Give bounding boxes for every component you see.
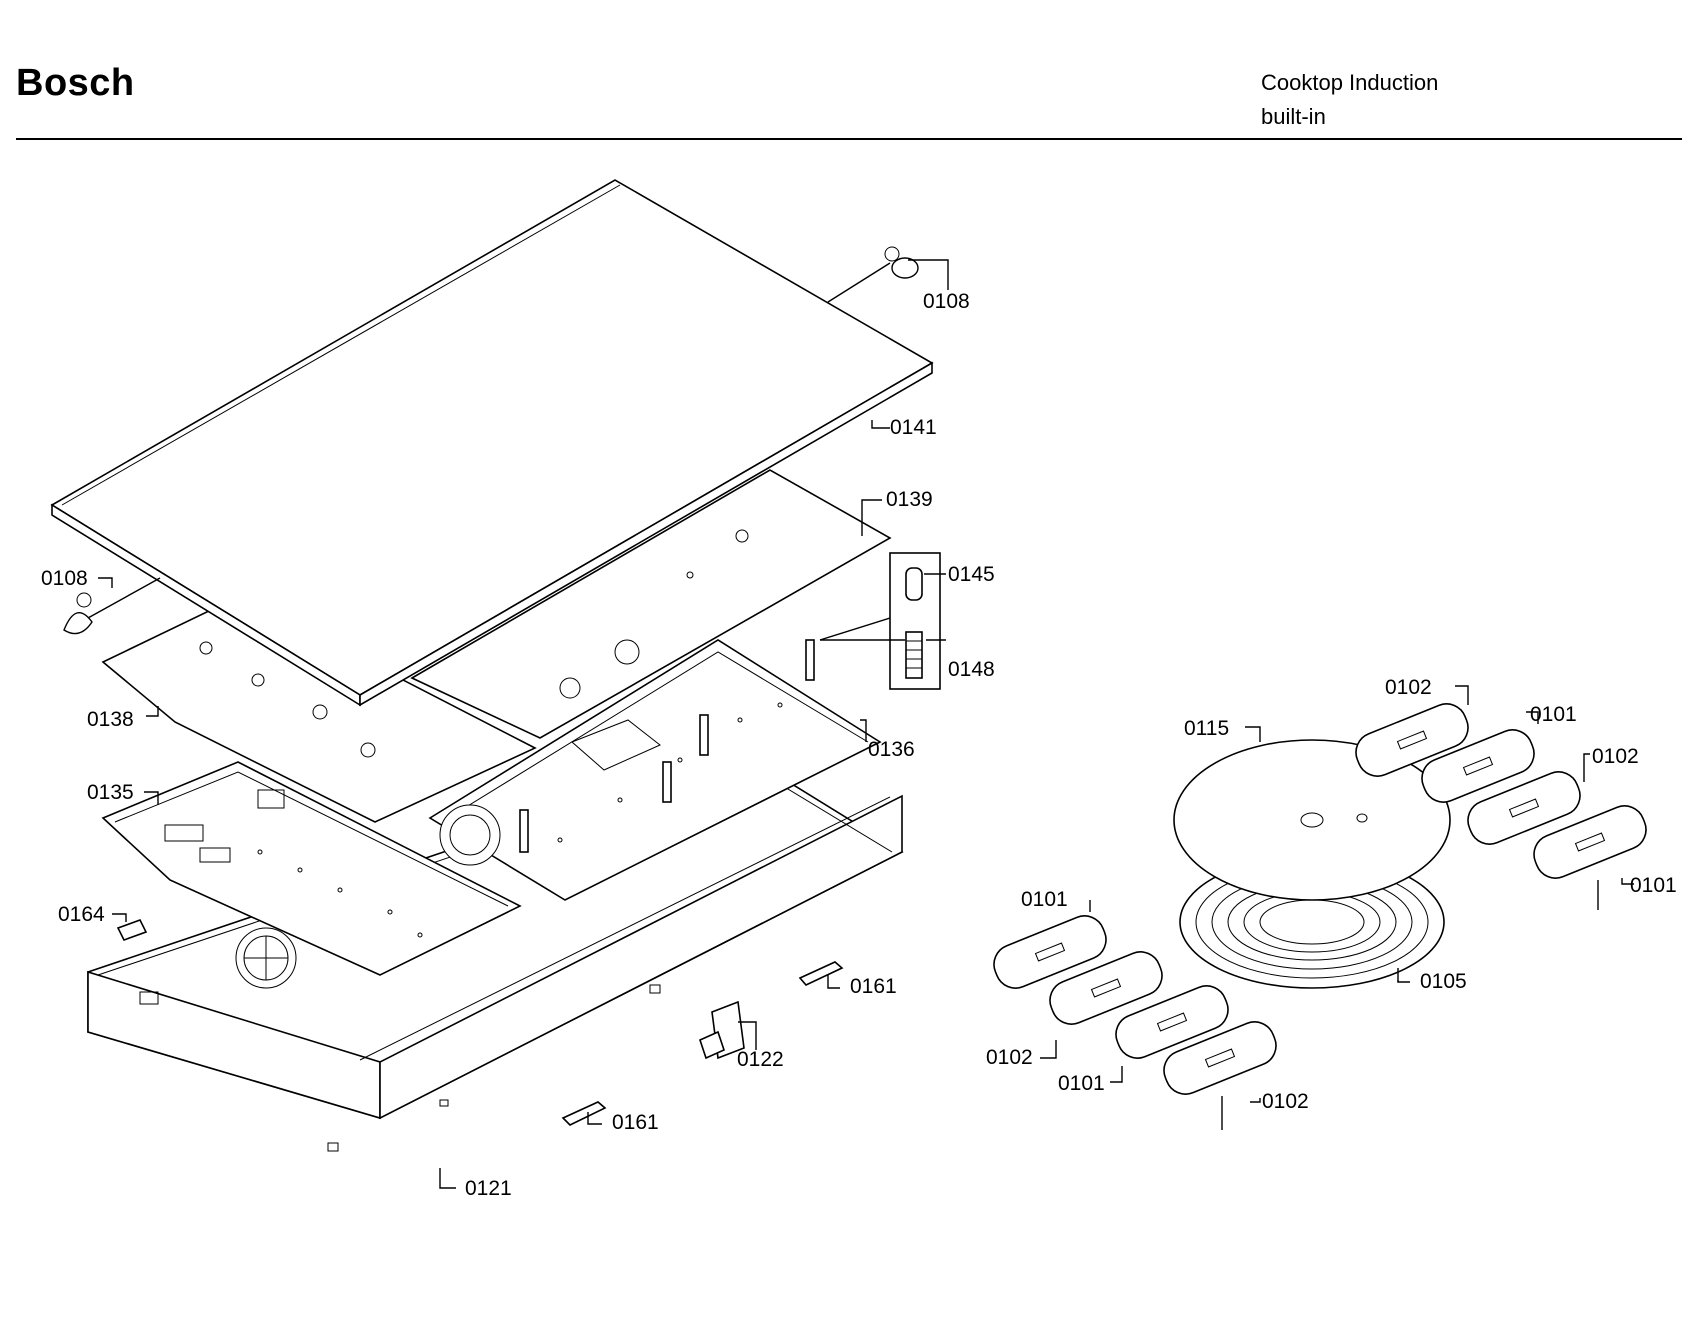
- callout-0101-g: 0101: [1058, 1072, 1105, 1095]
- glass-top-retainer-left: [63, 577, 161, 635]
- coil-insulation-disc: [1173, 739, 1451, 901]
- leader-lines: [98, 259, 1634, 1189]
- brand-name: Bosch: [16, 62, 135, 104]
- bracket-0161-lower: [561, 1101, 607, 1126]
- callout-0136: 0136: [868, 738, 915, 761]
- upper-right-heat-shield: [410, 469, 892, 739]
- callout-0101-b: 0101: [1530, 703, 1577, 726]
- ferrite-pads-left: [993, 915, 1277, 1130]
- callout-0161-upper: 0161: [850, 975, 897, 998]
- callout-0102-h: 0102: [1262, 1090, 1309, 1113]
- product-title-line-1: Cooktop Induction: [1261, 70, 1439, 95]
- header-divider: [16, 138, 1682, 140]
- callout-0135: 0135: [87, 781, 134, 804]
- callout-0121: 0121: [465, 1177, 512, 1200]
- callout-0148: 0148: [948, 658, 995, 681]
- callout-0102-a: 0102: [1385, 676, 1432, 699]
- callout-0101-d: 0101: [1630, 874, 1677, 897]
- housing-tray: [87, 751, 904, 1152]
- callout-0102-c: 0102: [1592, 745, 1639, 768]
- right-coil-carrier: [428, 639, 882, 901]
- callout-0138: 0138: [87, 708, 134, 731]
- callout-0161-lower: 0161: [612, 1111, 659, 1134]
- callout-0105: 0105: [1420, 970, 1467, 993]
- callout-0115: 0115: [1184, 717, 1229, 740]
- left-coil-carrier: [101, 761, 522, 976]
- glass-ceramic-top: [50, 179, 934, 707]
- mount-bracket-0122: [699, 1000, 745, 1060]
- callout-0122: 0122: [737, 1048, 784, 1071]
- carrier-springs: [519, 639, 815, 853]
- bracket-0161-upper: [798, 961, 844, 986]
- ferrite-pads-right: [1355, 703, 1647, 910]
- glass-top-retainer-right: [827, 246, 919, 303]
- callout-0164: 0164: [58, 903, 105, 926]
- spring-pin-inset: [819, 552, 941, 690]
- callout-0108-right: 0108: [923, 290, 970, 313]
- product-title-line-2: built-in: [1261, 104, 1326, 129]
- clip-0164: [116, 919, 148, 941]
- callout-0139: 0139: [886, 488, 933, 511]
- product-title: Cooktop Induction built-in: [1261, 66, 1438, 134]
- callout-0108-left: 0108: [41, 567, 88, 590]
- callout-0145: 0145: [948, 563, 995, 586]
- callout-0101-e: 0101: [1021, 888, 1068, 911]
- callout-0102-f: 0102: [986, 1046, 1033, 1069]
- callout-0141: 0141: [890, 416, 937, 439]
